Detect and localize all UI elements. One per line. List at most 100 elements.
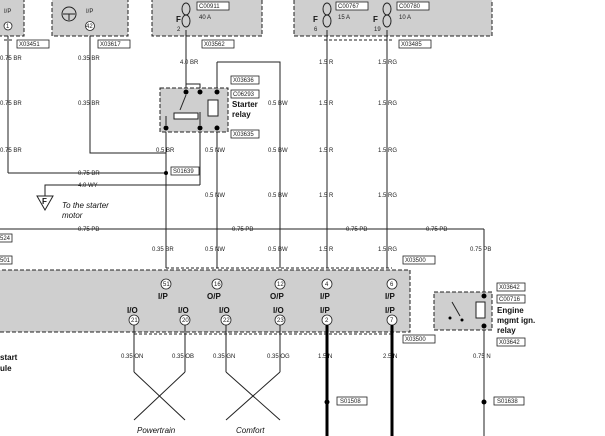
module-pin-6: 6 I/P <box>385 278 398 301</box>
module-pin-22: I/O 22 <box>219 306 232 326</box>
pin-io-label: I/P <box>385 292 395 301</box>
wire-label: 1.5 RG <box>378 247 397 253</box>
wire-label: 0.35 BR <box>78 101 100 107</box>
wire-label: 1.5 RG <box>378 193 397 199</box>
module-pin-16: 16 O/P <box>207 278 223 301</box>
module-pin-20: I/O 20 <box>178 306 191 326</box>
pin-number: 22 <box>223 318 230 324</box>
relay-name: relay <box>497 326 516 335</box>
relay-switch-contact <box>451 301 461 317</box>
start-module <box>0 267 411 335</box>
wire-label: 0.35 BR <box>78 56 100 62</box>
connector-label: 501 <box>0 258 11 264</box>
module-pin-51: 51 I/P <box>158 278 172 301</box>
connector-label: X03451 <box>19 42 40 48</box>
wire-label: 0.35 GN <box>213 354 235 360</box>
ignition-switch-module: I/P 42 <box>51 0 129 37</box>
wire-label: 0.35 OG <box>267 354 290 360</box>
module-pin-21: I/O 21 <box>127 306 140 326</box>
pin-io-label: I/O <box>178 306 189 315</box>
wire-label: 1.5 R <box>319 247 334 253</box>
wire-label: 0.75 PB <box>232 227 253 233</box>
wire-label: 0.75 PB <box>470 247 491 253</box>
wire-label: 4.0 WY <box>78 183 98 189</box>
fuse-box-right <box>293 0 493 37</box>
wire-label: 1.5 R <box>319 148 334 154</box>
connector-pin <box>85 21 95 31</box>
wire-label: 1.5 R <box>319 60 334 66</box>
relay-name: Engine <box>497 306 524 315</box>
bus-label-powertrain: Powertrain <box>137 426 176 435</box>
module-pin-4: 4 I/P <box>320 278 333 301</box>
pin-number: 12 <box>277 282 284 288</box>
pin-io-label: I/O <box>219 306 230 315</box>
wire-label: 0.5 BR <box>156 148 175 154</box>
pin-io-label: O/P <box>207 292 221 301</box>
module-pin-7: I/P 7 <box>385 306 398 326</box>
relay-coil-icon <box>207 99 219 117</box>
pin-number: 20 <box>182 318 189 324</box>
connector-tags-row1: X03451 X03617 X03562 X03485 <box>16 39 432 49</box>
relay-switch-contact <box>179 94 187 111</box>
wire-label: 1.5 RG <box>378 148 397 154</box>
relay-coil-icon <box>173 112 199 120</box>
relay-name: Starter <box>232 100 258 109</box>
module-pin-23: I/O 23 <box>273 306 286 326</box>
bus-label-comfort: Comfort <box>236 426 265 435</box>
wire-label: 0.5 BW <box>268 148 288 154</box>
ground-label: To the starter <box>62 201 109 210</box>
relay-name: mgmt ign. <box>497 316 535 325</box>
pin-number: 1 <box>6 24 10 30</box>
connector-label: C06293 <box>233 92 255 98</box>
fuse-f6: C00767 15 A F 6 <box>313 1 369 33</box>
pin-number: 16 <box>214 282 221 288</box>
connector-label: 524 <box>0 236 11 242</box>
wire-label: 0.75 N <box>473 354 491 360</box>
fuse-f2: C00911 40 A F 2 <box>176 1 230 33</box>
pin-io-label: I/O <box>273 306 284 315</box>
fuse-number: 6 <box>314 27 318 33</box>
connector-label: S01508 <box>340 399 361 405</box>
wire-label: 0.75 BR <box>0 101 22 107</box>
connector-label: S01639 <box>173 169 194 175</box>
wire-label: 1.5 RG <box>378 101 397 107</box>
wire-label: 0.5 NW <box>205 193 225 199</box>
connector-label: X03485 <box>401 42 422 48</box>
wire-label: 0.5 BW <box>268 247 288 253</box>
splice-point <box>324 399 330 405</box>
pin-number: 42 <box>86 24 93 30</box>
relay-coil-icon <box>475 301 486 319</box>
pin-io-label: I/P <box>320 306 330 315</box>
top-left-module: I/P 1 <box>0 0 25 37</box>
connector-label: X03635 <box>233 132 254 138</box>
pin-io-label: I/P <box>385 306 395 315</box>
wire-label: 2.5 N <box>383 354 397 360</box>
pin-number: 21 <box>131 318 138 324</box>
connector-label: X03500 <box>405 337 426 343</box>
wire-label: 0.75 BR <box>0 148 22 154</box>
fuse-f19: C00780 10 A F 19 <box>373 1 430 33</box>
relay-name: relay <box>232 110 251 119</box>
connector-label: X03642 <box>499 340 520 346</box>
ground-triangle-icon <box>36 195 54 212</box>
pin-number: 6 <box>390 282 394 288</box>
engine-mgmt-relay <box>433 291 493 331</box>
wire-label: 0.35 OB <box>172 354 194 360</box>
wire-label: 0.75 PB <box>346 227 367 233</box>
wire-label: 0.75 BR <box>0 56 22 62</box>
lower-wire-labels: 0.35 ON 0.35 OB 0.35 GN 0.35 OG 1.5 N 2.… <box>121 354 491 360</box>
wire-label: 0.5 NW <box>205 247 225 253</box>
pin-number: 23 <box>277 318 284 324</box>
splice-point <box>481 399 487 405</box>
ground-label: motor <box>62 211 83 220</box>
connector-label: C00767 <box>338 4 360 10</box>
pin-number: 7 <box>390 318 394 324</box>
wire-label: 1.5 R <box>319 193 334 199</box>
splice-point <box>164 171 168 175</box>
connector-label: X03642 <box>499 285 520 291</box>
wire-label: 0.5 NW <box>205 148 225 154</box>
wire-label: 0.35 BR <box>152 247 174 253</box>
module-name: ule <box>0 364 12 373</box>
wire-label: 0.5 BW <box>268 101 288 107</box>
